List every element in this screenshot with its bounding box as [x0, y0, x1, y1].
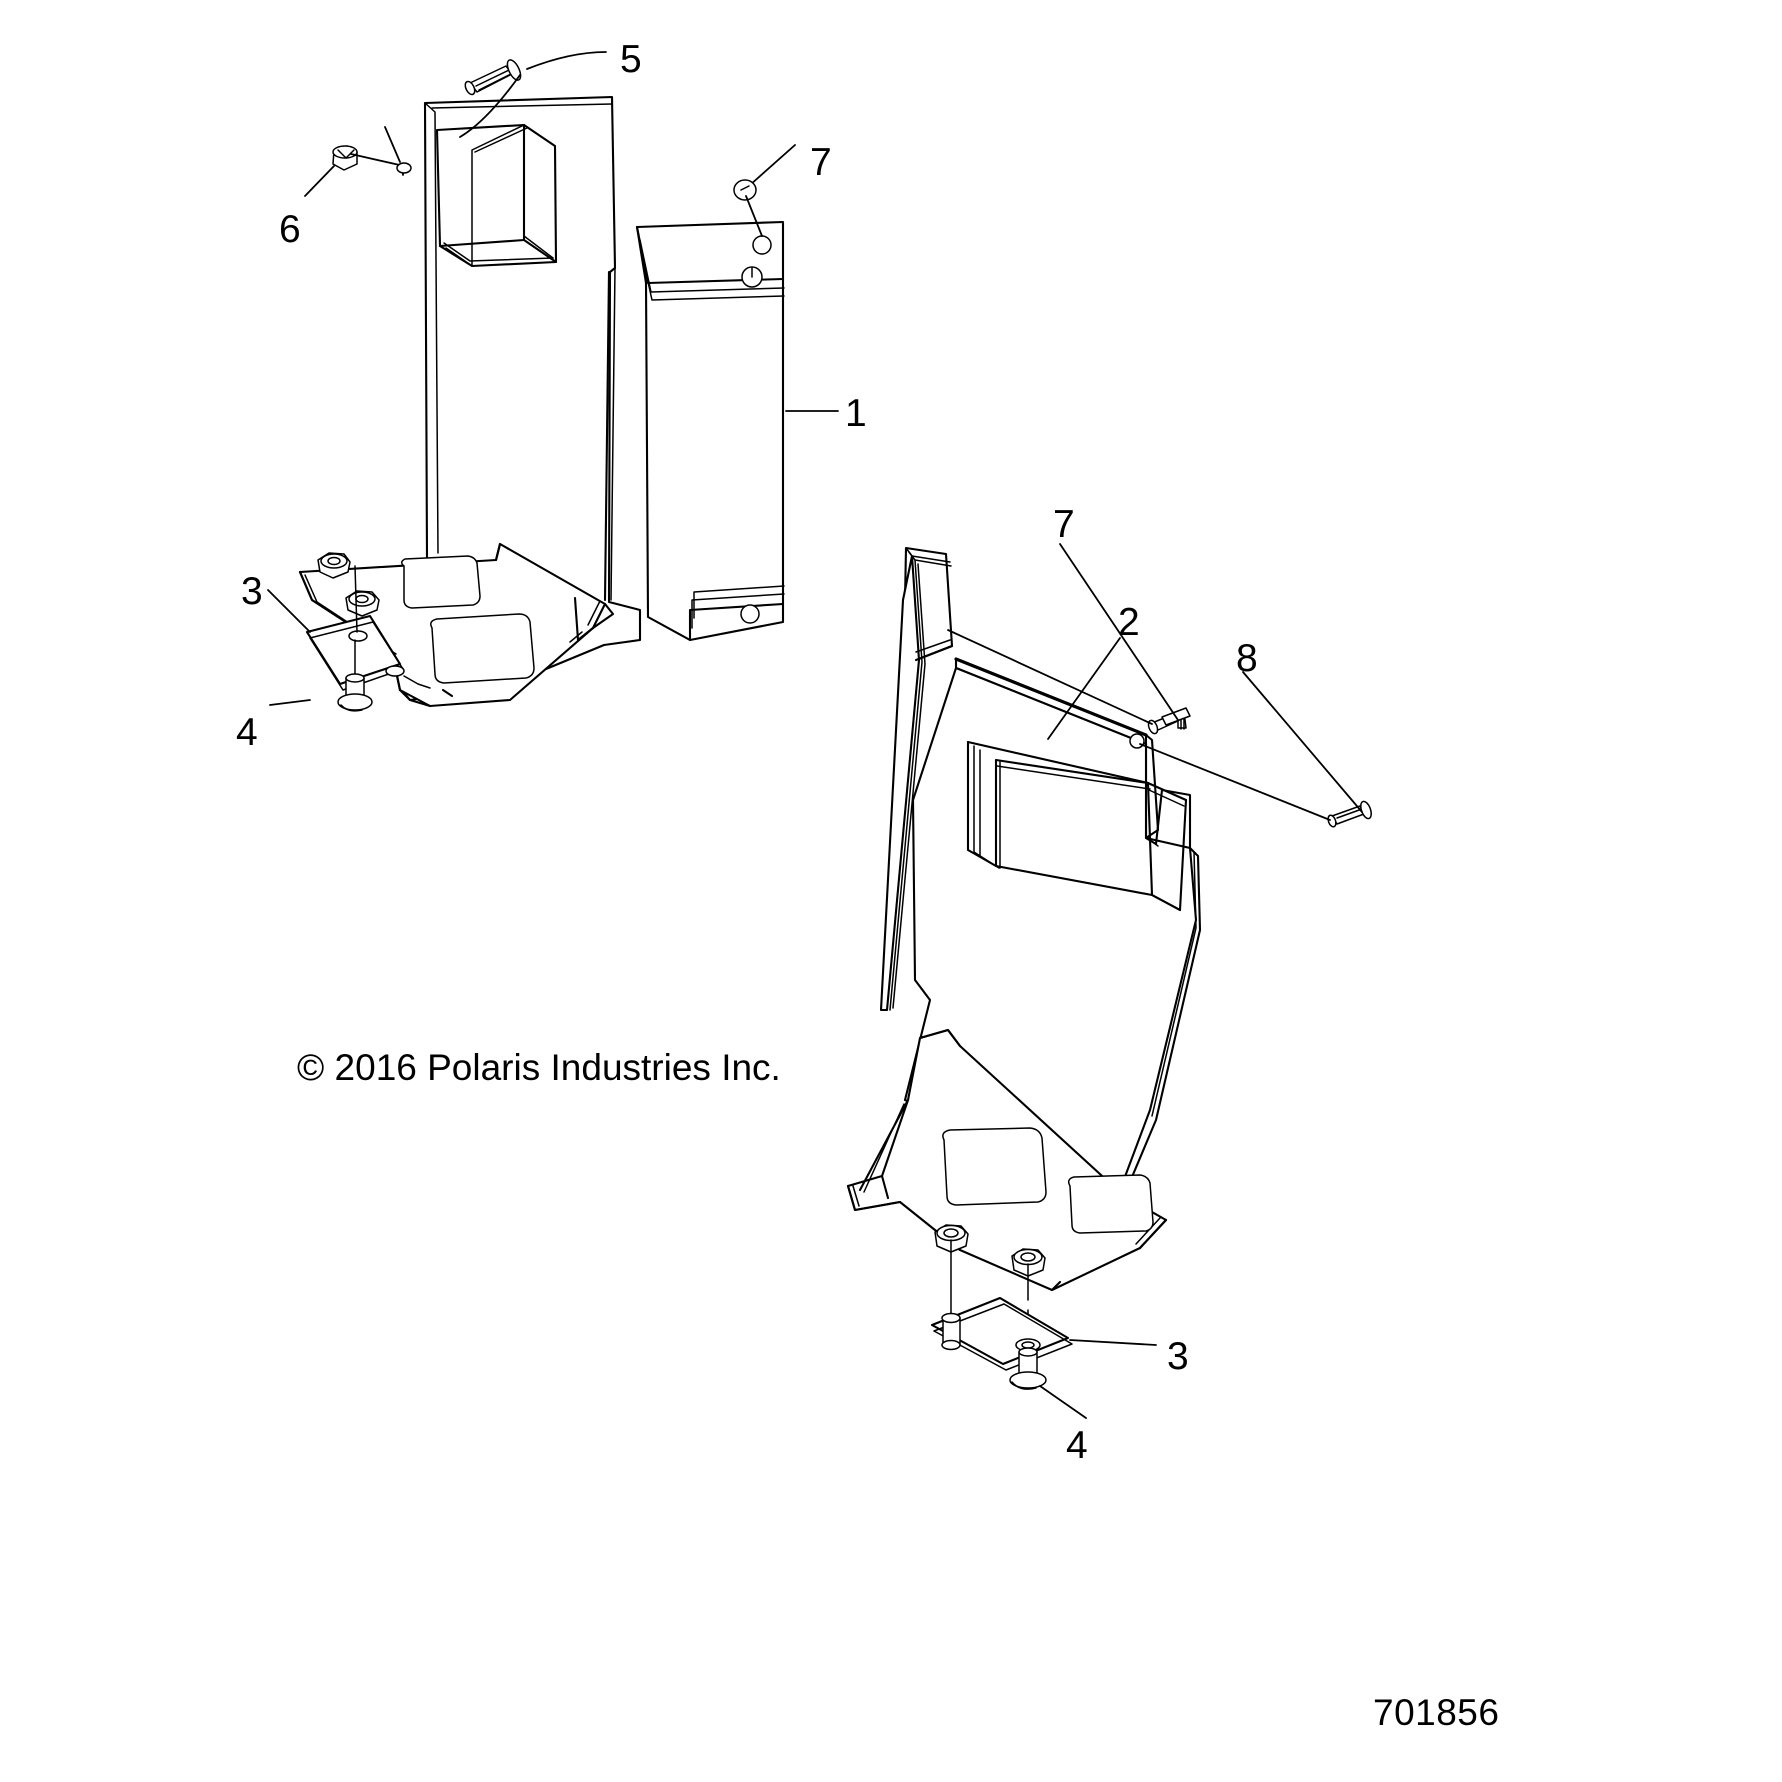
copyright-notice: © 2016 Polaris Industries Inc.: [297, 1047, 781, 1088]
panel-right-pocket: [966, 740, 1188, 912]
panel-right-side-flap: [879, 546, 954, 1012]
panel-left-assembly: [298, 95, 785, 712]
callout-3-right: 3: [1167, 1335, 1189, 1378]
bracket-strap-left: [305, 614, 405, 691]
callout-3-left: 3: [241, 570, 263, 613]
callout-7-upper-left: 7: [810, 141, 832, 184]
callout-2: 2: [1118, 601, 1140, 644]
callout-1: 1: [845, 392, 867, 435]
fastener-nut-floor-left-a: [317, 552, 351, 579]
panel-left-side-flap: [635, 220, 785, 642]
callout-6: 6: [279, 208, 301, 251]
callout-5: 5: [620, 38, 642, 81]
panel-right-assembly: [846, 546, 1202, 1390]
leader-lines-left: [267, 51, 839, 706]
panel-right-floor: [846, 1028, 1168, 1292]
bracket-strap-right: [930, 1296, 1073, 1371]
callout-4-left: 4: [236, 711, 258, 754]
panel-right-main: [903, 657, 1202, 1198]
callout-8: 8: [1236, 637, 1258, 680]
fastener-bolt-upper-left: [464, 59, 522, 96]
panel-left-pocket: [435, 123, 558, 268]
fastener-screw-left: [337, 673, 373, 712]
panel-left-floor: [298, 542, 615, 708]
fastener-bolt-right-8: [1327, 800, 1372, 828]
part-number: 701856: [1373, 1692, 1500, 1733]
leader-lines-right: [947, 543, 1363, 1419]
fastener-screw-right: [1009, 1347, 1047, 1390]
callout-4-right: 4: [1066, 1424, 1088, 1467]
callout-7-right: 7: [1053, 503, 1075, 546]
fastener-nut-floor-right-a: [934, 1224, 969, 1253]
fastener-nut-left: [332, 145, 358, 171]
